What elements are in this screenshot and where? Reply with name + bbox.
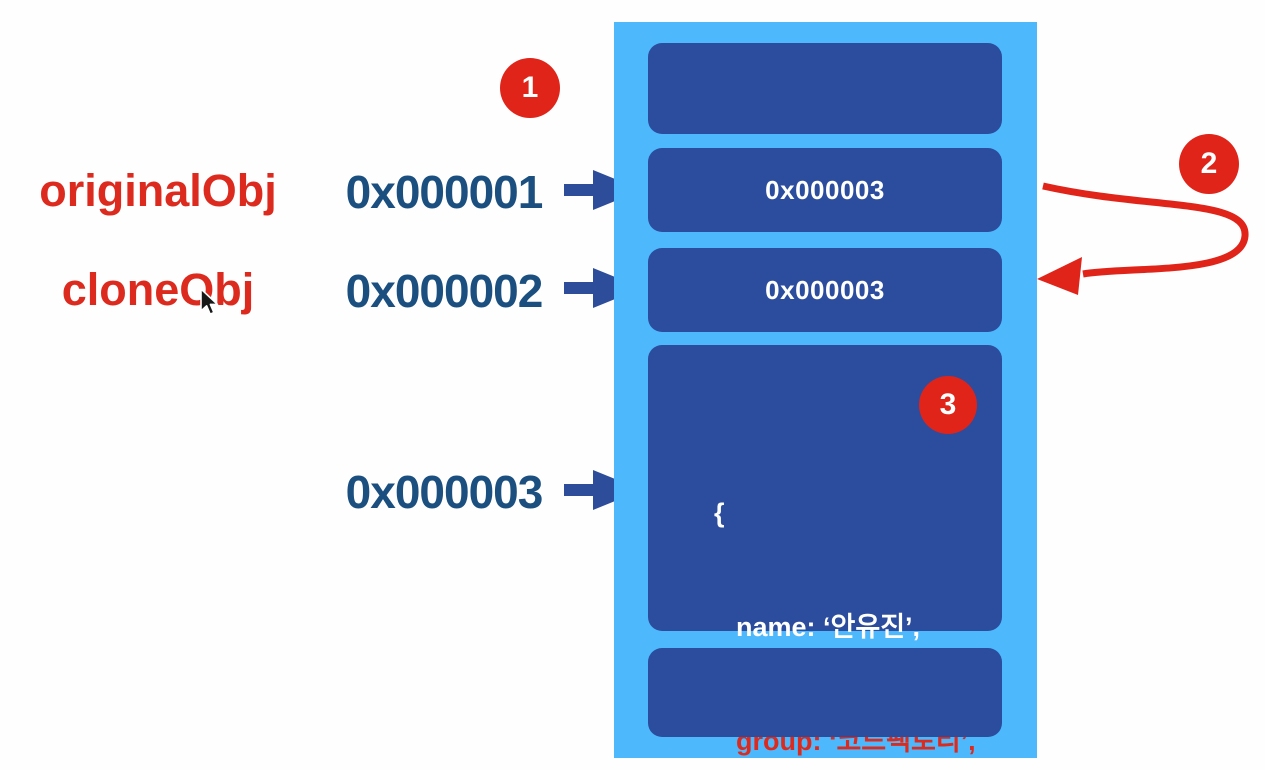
step-badge-2-label: 2	[1200, 147, 1218, 180]
cloneobj-variable-label: cloneObj	[61, 264, 255, 315]
step-badge-2: 2	[1179, 134, 1239, 194]
memory-slot-2: 0x000003	[648, 148, 1002, 232]
object-name-line: name: ‘안유진’,	[736, 612, 921, 642]
mouse-cursor-icon	[200, 288, 219, 315]
heap-address-label: 0x000003	[345, 466, 544, 518]
memory-slot-3-value: 0x000003	[765, 274, 885, 305]
memory-slot-2-value: 0x000003	[765, 174, 885, 205]
memory-slot-1	[648, 43, 1002, 134]
memory-panel: 0x000003 0x000003 { name: ‘안유진’, group: …	[614, 22, 1037, 758]
step-badge-3-label: 3	[939, 388, 957, 421]
originalobj-address-label: 0x000001	[345, 166, 544, 218]
cloneobj-address-label: 0x000002	[345, 265, 544, 317]
object-brace-open: {	[714, 498, 725, 528]
originalobj-variable-label: originalObj	[39, 165, 277, 216]
step-badge-1: 1	[500, 58, 560, 118]
memory-slot-5	[648, 648, 1002, 737]
step-badge-3: 3	[919, 376, 977, 434]
reference-curve-arrow-icon	[1037, 182, 1249, 295]
memory-slot-3: 0x000003	[648, 248, 1002, 332]
step-badge-1-label: 1	[521, 71, 539, 104]
